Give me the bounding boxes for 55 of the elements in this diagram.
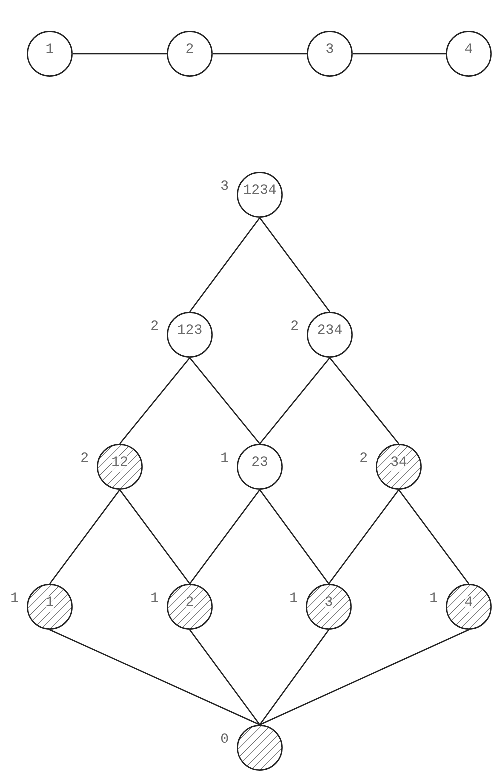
circle-node [237, 444, 283, 490]
connector-line [330, 358, 400, 444]
node-label: 3 [326, 43, 334, 59]
circle-node [237, 172, 283, 218]
node-label: 12 [112, 456, 128, 472]
node-label: 1234 [243, 184, 277, 200]
hatched-circle-node [167, 584, 213, 630]
node-annotation: 1 [430, 591, 438, 607]
connector-line [259, 630, 330, 726]
hatched-circle-node [376, 444, 422, 490]
hatched-circle-node [27, 584, 73, 630]
node-annotation: 2 [360, 451, 368, 467]
node-label: 4 [464, 43, 474, 59]
node-annotation: 1 [150, 591, 159, 607]
hatched-circle-node [446, 584, 492, 630]
connector-line [353, 53, 446, 55]
node-label: 123 [177, 324, 203, 340]
circle-node [307, 312, 353, 358]
connector-line [189, 490, 261, 584]
node-annotation: 0 [220, 732, 229, 748]
node-annotation: 2 [290, 319, 299, 335]
node-annotation: 1 [10, 591, 19, 607]
circle-node [167, 312, 213, 358]
connector-line [49, 490, 121, 584]
node-label: 2 [186, 43, 194, 59]
connector-line [398, 490, 470, 584]
circle-node [27, 31, 73, 77]
node-annotation: 3 [220, 179, 229, 195]
connector-line [119, 490, 191, 584]
hatched-circle-node [237, 725, 283, 771]
connector-line [189, 218, 261, 312]
node-label: 1 [46, 43, 54, 59]
connector-line [213, 53, 307, 55]
node-label: 234 [317, 324, 343, 340]
connector-line [190, 358, 260, 444]
connector-line [260, 629, 470, 726]
connector-line [260, 358, 330, 444]
node-label: 34 [390, 456, 408, 472]
circle-node [167, 31, 213, 77]
connector-line [120, 358, 190, 444]
connector-line [189, 630, 261, 726]
node-annotation: 2 [80, 451, 89, 467]
node-annotation: 1 [290, 591, 298, 607]
node-label: 23 [252, 456, 268, 472]
hatched-circle-node [306, 584, 352, 630]
hatched-circle-node [97, 444, 143, 490]
circle-node [307, 31, 353, 77]
connector-line [50, 629, 260, 726]
connector-line [328, 490, 400, 584]
connector-line [259, 218, 331, 312]
connector-line [73, 53, 167, 55]
node-annotation: 1 [220, 451, 229, 467]
node-annotation: 2 [150, 319, 159, 335]
connector-line [259, 490, 330, 584]
circle-node [446, 31, 492, 77]
